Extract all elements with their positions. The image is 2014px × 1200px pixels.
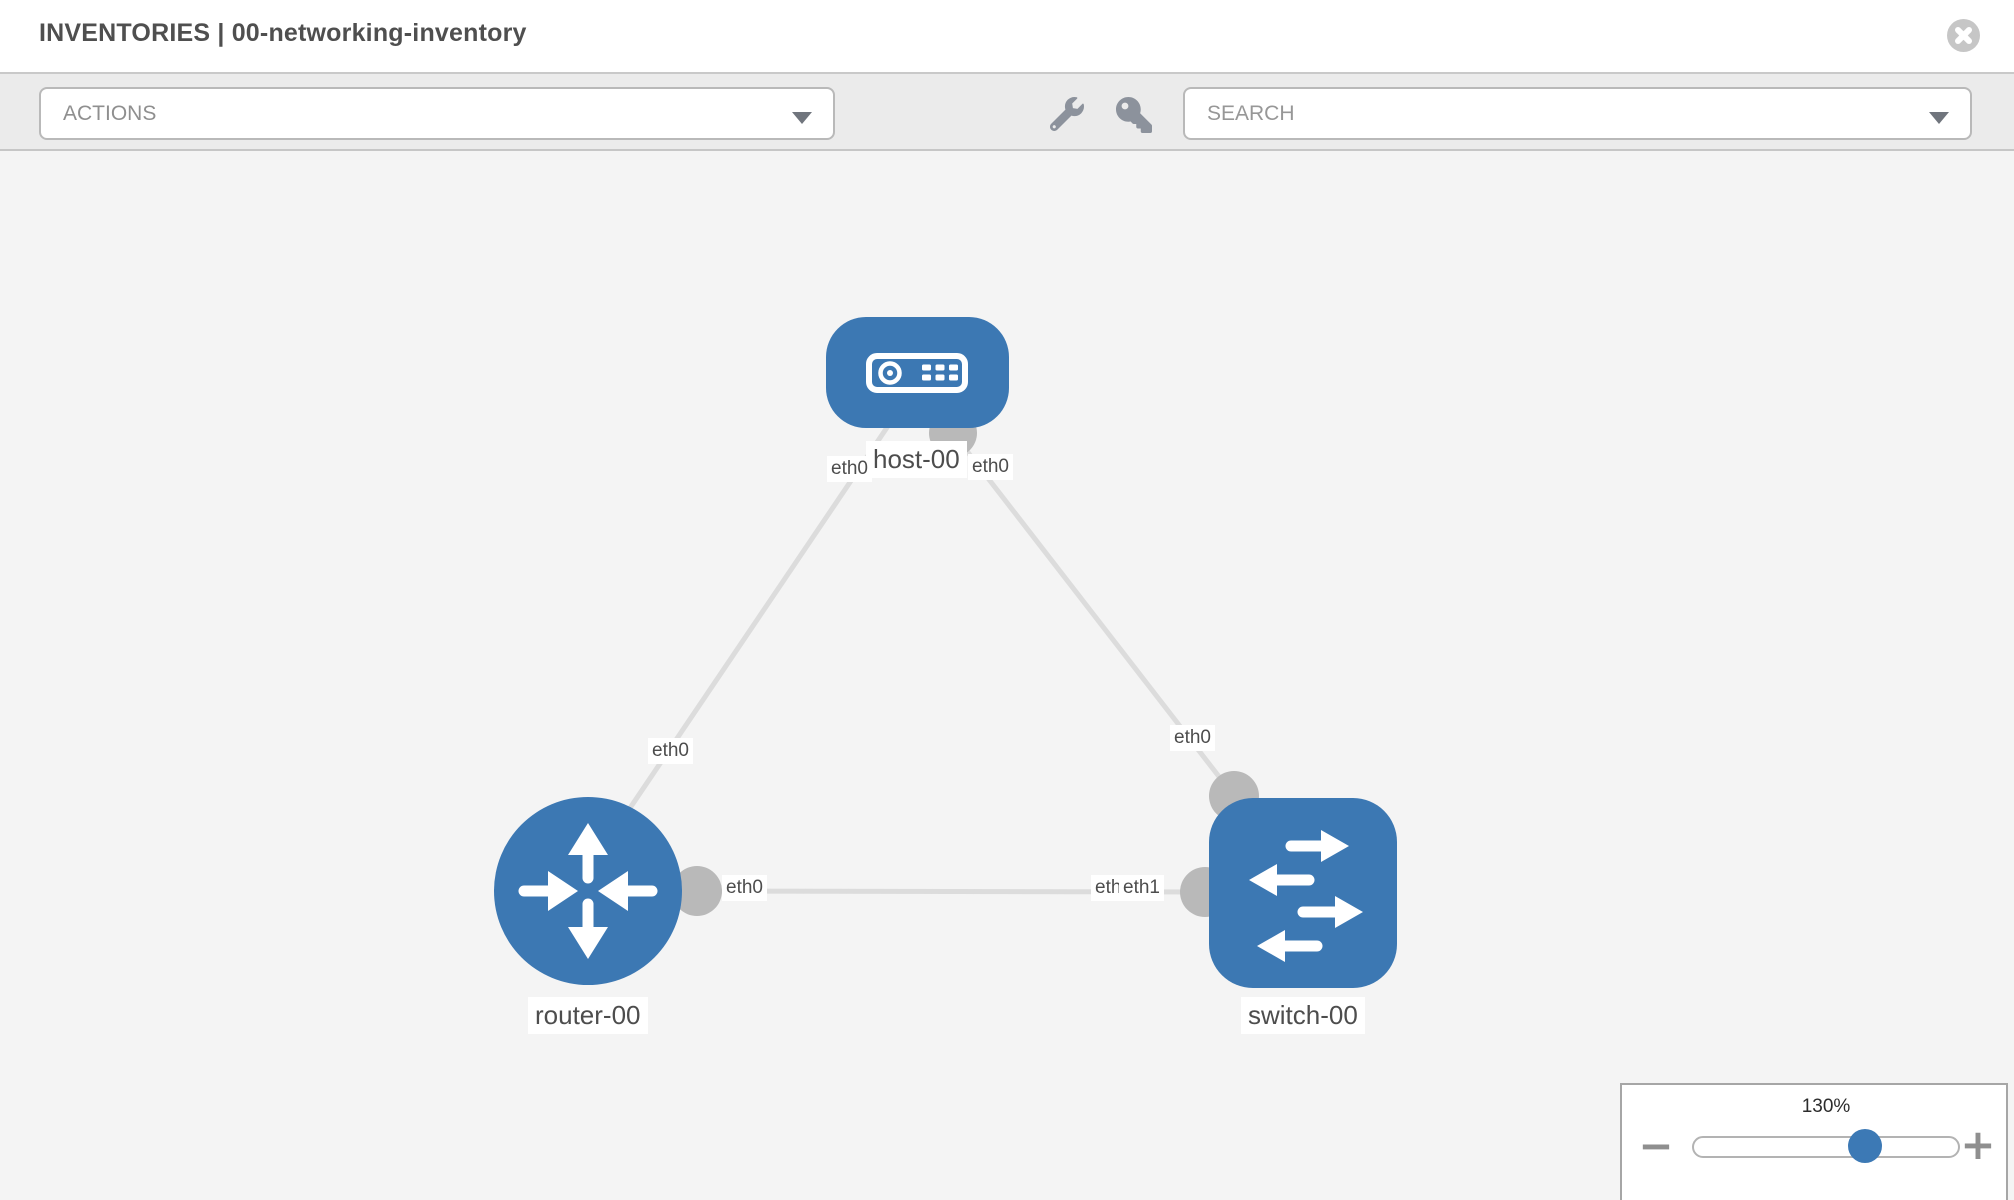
close-button[interactable] bbox=[1947, 19, 1980, 52]
wrench-icon bbox=[1049, 97, 1084, 132]
actions-dropdown[interactable]: ACTIONS bbox=[39, 87, 835, 140]
node-host-00[interactable] bbox=[826, 317, 1009, 428]
topology-canvas[interactable]: host-00 router-00 switch-00 eth0 eth0 et… bbox=[0, 151, 2014, 1200]
page-title: INVENTORIES | 00-networking-inventory bbox=[39, 19, 527, 47]
iface-label-router-right: eth0 bbox=[722, 875, 767, 901]
links-layer bbox=[625, 409, 1259, 917]
close-icon bbox=[1955, 27, 1972, 44]
search-input[interactable] bbox=[1185, 89, 1970, 138]
zoom-slider-knob[interactable] bbox=[1848, 1129, 1882, 1163]
node-label-switch: switch-00 bbox=[1241, 997, 1365, 1034]
iface-label-switch-top: eth0 bbox=[1170, 725, 1215, 751]
zoom-in-button[interactable]: + bbox=[1958, 1123, 1998, 1167]
port-router-right bbox=[672, 866, 722, 916]
host-icon bbox=[866, 353, 968, 393]
chevron-down-icon[interactable] bbox=[1929, 112, 1949, 124]
node-label-host: host-00 bbox=[866, 441, 967, 478]
node-router-00[interactable] bbox=[494, 797, 682, 985]
key-icon bbox=[1116, 97, 1152, 133]
search-dropdown bbox=[1183, 87, 1972, 140]
node-label-router: router-00 bbox=[528, 997, 648, 1034]
iface-label-switch-left-over: eth1 bbox=[1119, 875, 1164, 901]
node-switch-00[interactable] bbox=[1209, 798, 1397, 988]
chevron-down-icon bbox=[792, 112, 812, 124]
zoom-slider-track[interactable] bbox=[1692, 1136, 1960, 1158]
configure-button[interactable] bbox=[1049, 97, 1085, 133]
iface-label-router-top: eth0 bbox=[648, 738, 693, 764]
zoom-panel: 130% − + bbox=[1620, 1083, 2008, 1200]
credentials-button[interactable] bbox=[1116, 97, 1152, 133]
iface-label-host-left: eth0 bbox=[827, 456, 872, 482]
switch-icon bbox=[1249, 830, 1363, 962]
router-icon bbox=[518, 823, 658, 959]
zoom-level: 130% bbox=[1801, 1096, 1851, 1117]
zoom-out-button[interactable]: − bbox=[1636, 1124, 1676, 1168]
toolbar: ACTIONS bbox=[0, 72, 2014, 151]
header: INVENTORIES | 00-networking-inventory bbox=[0, 0, 2014, 72]
actions-dropdown-label: ACTIONS bbox=[63, 101, 157, 125]
iface-label-host-right: eth0 bbox=[968, 454, 1013, 480]
